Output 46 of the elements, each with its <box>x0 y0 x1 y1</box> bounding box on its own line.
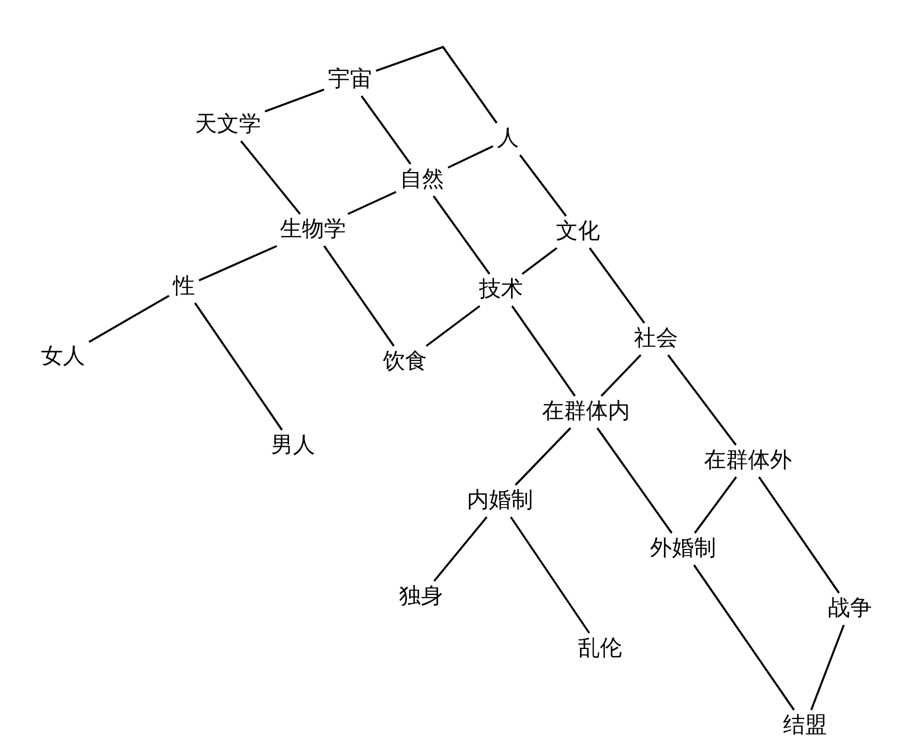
concept-label: 天文学 <box>195 113 261 137</box>
concept-label: 内婚制 <box>467 489 533 513</box>
concept-label: 在群体外 <box>704 449 792 473</box>
connector-line <box>347 191 396 215</box>
concept-label: 女人 <box>41 345 85 369</box>
connector-line <box>694 476 737 534</box>
connector-line <box>448 145 494 168</box>
concept-label: 在群体内 <box>542 400 630 424</box>
concept-label: 外婚制 <box>650 537 716 561</box>
connector-line <box>693 564 795 711</box>
connector-line <box>600 354 642 397</box>
concept-label: 独身 <box>399 585 443 609</box>
connector-line <box>360 95 412 165</box>
connector-line <box>810 624 845 710</box>
connector-line <box>426 305 480 347</box>
connector-line <box>240 140 301 215</box>
concept-label: 生物学 <box>280 218 346 242</box>
connector-line <box>588 247 646 324</box>
connector-line <box>522 247 558 275</box>
concept-label: 乱伦 <box>578 637 622 661</box>
connector-line <box>323 245 395 347</box>
connector-line <box>432 195 490 275</box>
connector-line <box>376 46 498 124</box>
connector-line <box>433 516 488 582</box>
connector-line <box>194 302 283 431</box>
concept-label: 宇宙 <box>328 68 372 92</box>
concept-label: 技术 <box>479 278 523 302</box>
connector-line <box>667 354 737 446</box>
concept-label: 战争 <box>828 597 872 621</box>
connector-line <box>510 516 590 634</box>
connector-line <box>264 88 324 112</box>
connector-line <box>198 245 278 282</box>
connector-line <box>514 427 572 486</box>
concept-label: 结盟 <box>783 714 827 738</box>
connector-line <box>758 476 840 594</box>
connector-line <box>511 305 576 397</box>
concept-label: 性 <box>173 275 195 299</box>
concept-label: 人 <box>497 127 519 151</box>
concept-label: 男人 <box>271 434 315 458</box>
concept-label: 自然 <box>400 168 444 192</box>
connector-line <box>596 427 673 534</box>
concept-label: 饮食 <box>383 350 427 374</box>
concept-label: 文化 <box>556 220 600 244</box>
connector-line <box>88 294 170 343</box>
connector-line <box>519 154 567 217</box>
concept-label: 社会 <box>634 327 678 351</box>
